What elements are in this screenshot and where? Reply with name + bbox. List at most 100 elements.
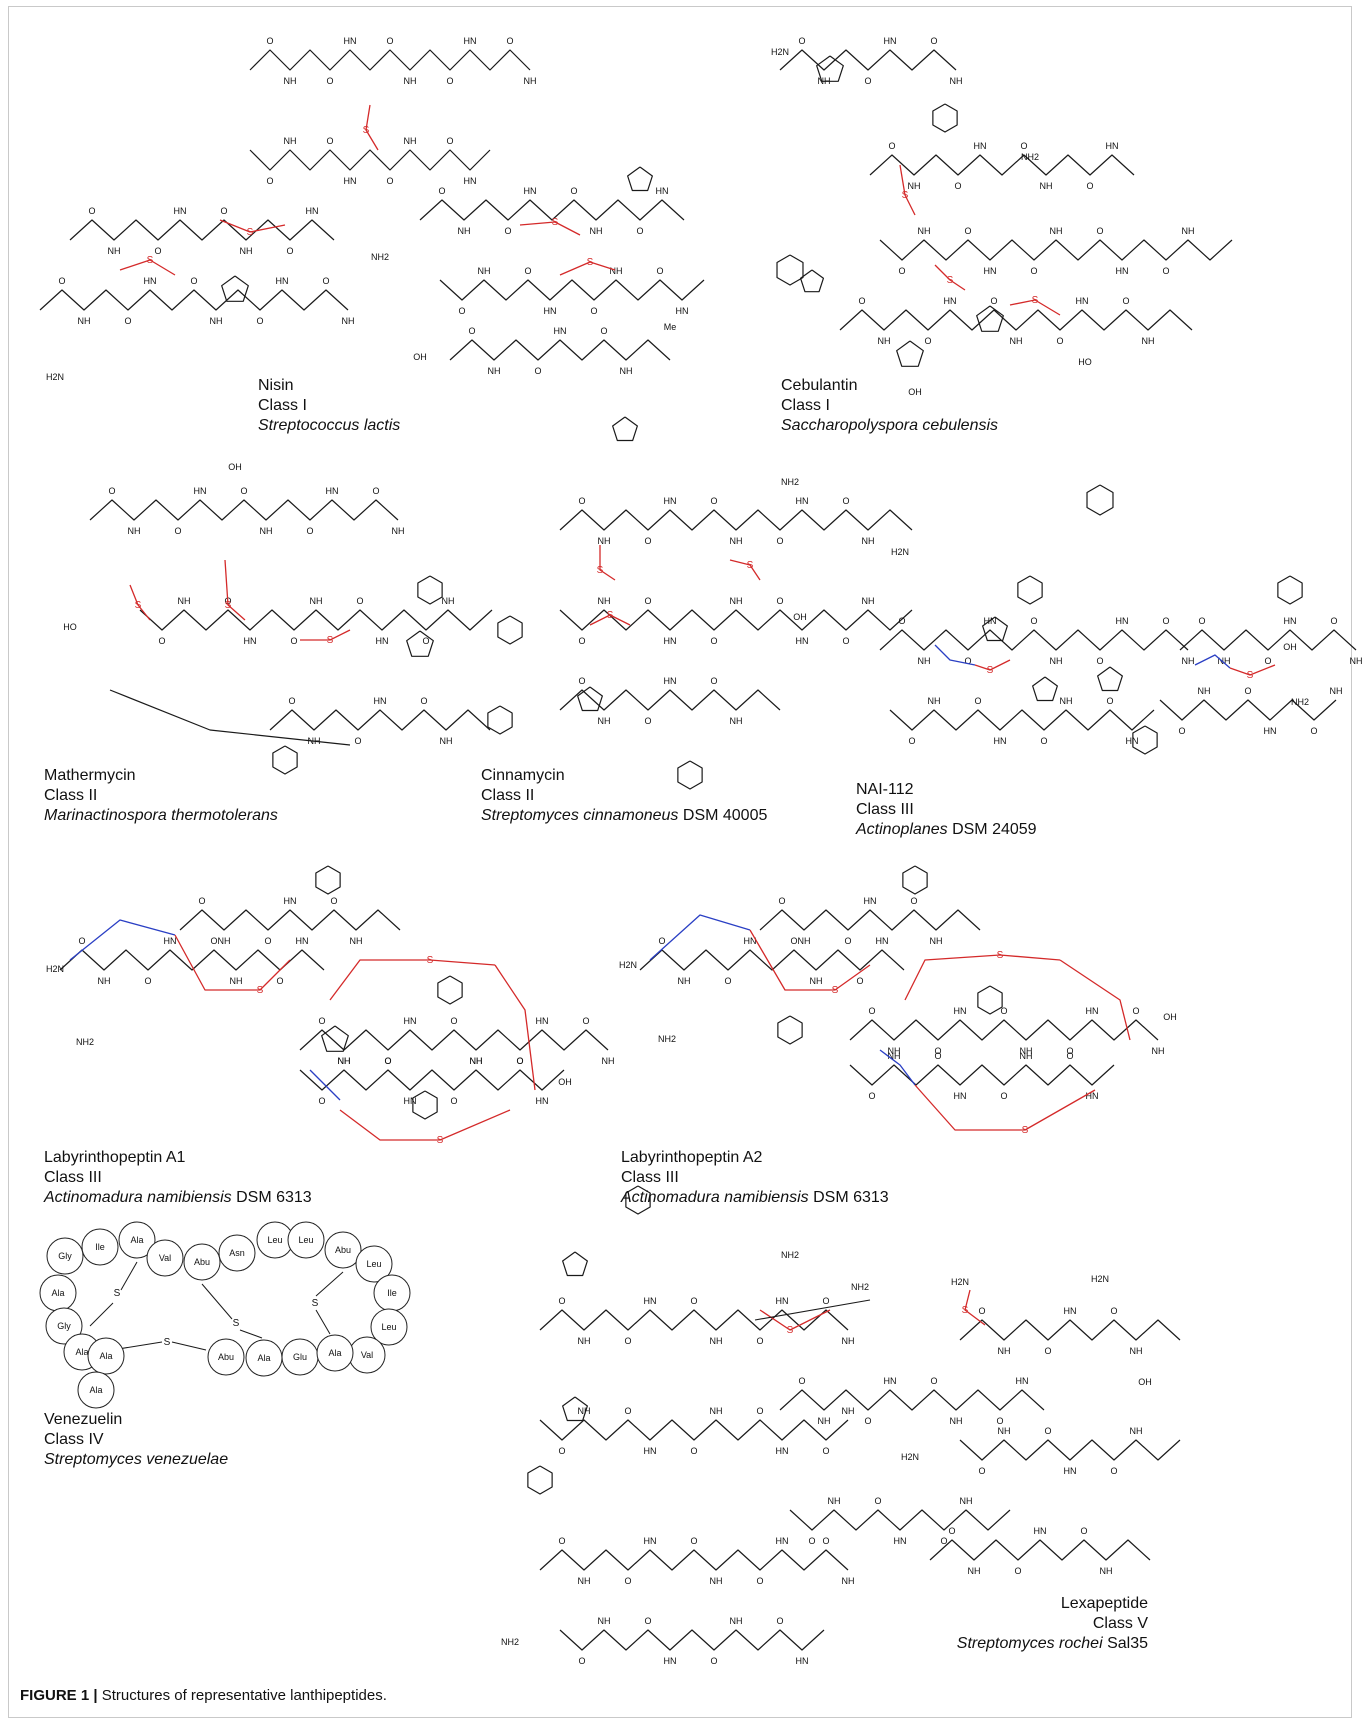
oxygen-label: O	[940, 1536, 947, 1546]
amide-label: HN	[376, 636, 389, 646]
amine-label: NH2	[781, 1250, 799, 1260]
oxygen-label: O	[124, 316, 131, 326]
oxygen-label: O	[624, 1406, 631, 1416]
amide-label: NH	[128, 526, 141, 536]
indole-benzene-ring	[777, 1015, 803, 1045]
amide-label: HN	[894, 1536, 907, 1546]
amide-label: HN	[1116, 616, 1129, 626]
residue-label: Leu	[381, 1322, 396, 1332]
sulfur-atom: S	[147, 255, 154, 266]
compound-class: Class V	[1092, 1615, 1148, 1632]
thioether-bridge	[759, 1309, 831, 1331]
residue-circle	[207, 1338, 245, 1376]
oxygen-label: O	[888, 141, 895, 151]
residue-label: Gly	[58, 1251, 72, 1261]
amide-label: HN	[144, 276, 157, 286]
amide-label: HN	[536, 1096, 549, 1106]
thioether-bridge	[219, 219, 286, 233]
oxygen-label: O	[420, 696, 427, 706]
oxygen-label: O	[908, 736, 915, 746]
amide-label: HN	[554, 326, 567, 336]
sulfur-atom: S	[114, 1288, 121, 1299]
amide-label: NH	[930, 936, 943, 946]
oxygen-label: O	[808, 1536, 815, 1546]
amide-label: NH	[338, 1056, 351, 1066]
oxygen-label: O	[690, 1296, 697, 1306]
residue-circle	[218, 1234, 256, 1272]
thioether-line	[754, 1299, 871, 1321]
amine-label: H2N	[46, 372, 64, 382]
oxygen-label: O	[468, 326, 475, 336]
backbone-chain	[759, 909, 981, 931]
compound-organism: Saccharopolyspora cebulensis	[781, 417, 999, 434]
backbone-chain	[779, 49, 957, 71]
oxygen-label: O	[288, 696, 295, 706]
oxygen-label: O	[354, 736, 361, 746]
backbone-chain	[39, 289, 349, 311]
backbone-chain	[539, 1309, 849, 1331]
oxygen-label: O	[710, 1656, 717, 1666]
amide-label: NH	[730, 1616, 743, 1626]
oxygen-label: O	[1110, 1306, 1117, 1316]
thioether-bridge	[119, 259, 176, 276]
oxygen-label: O	[636, 226, 643, 236]
oxygen-label: O	[996, 1416, 1003, 1426]
amide-label: HN	[244, 636, 257, 646]
residue-label: Leu	[366, 1259, 381, 1269]
hydroxyl-label: OH	[1163, 1012, 1177, 1022]
amide-label: NH	[1050, 656, 1063, 666]
labionin-bond	[649, 914, 751, 961]
amide-label: NH	[798, 936, 811, 946]
phenyl-ring	[977, 985, 1003, 1015]
oxygen-label: O	[1096, 226, 1103, 236]
oxygen-label: O	[710, 636, 717, 646]
oxygen-label: O	[330, 896, 337, 906]
oxygen-label: O	[240, 486, 247, 496]
sulfur-atom: S	[437, 1135, 444, 1146]
residue-circle	[316, 1334, 354, 1372]
residue-circle	[81, 1228, 119, 1266]
proline-ring	[406, 630, 434, 657]
backbone-chain	[539, 1419, 849, 1441]
amide-label: NH	[918, 656, 931, 666]
sulfur-atom: S	[327, 635, 334, 646]
thioether-bridge	[934, 264, 966, 291]
amide-label: HN	[174, 206, 187, 216]
label-cinnamycin: Cinnamycin Class II Streptomyces cinnamo…	[481, 766, 767, 826]
amide-label: HN	[994, 736, 1007, 746]
compound-strain: DSM 6313	[231, 1189, 312, 1206]
amide-label: HN	[1064, 1306, 1077, 1316]
sulfur-atom: S	[902, 190, 909, 201]
residue-label: Asn	[229, 1248, 245, 1258]
proline-ring	[982, 616, 1008, 642]
indole-pyrrole-ring	[799, 269, 825, 293]
oxygen-label: O	[88, 206, 95, 216]
amide-label: NH	[908, 181, 921, 191]
oxygen-label: O	[868, 1091, 875, 1101]
amine-label: NH2	[371, 252, 389, 262]
backbone-chain	[249, 49, 531, 71]
amide-label: NH	[478, 266, 491, 276]
compound-name: Venezuelin	[44, 1411, 123, 1428]
compound-strain: DSM 40005	[678, 807, 768, 824]
amide-label: NH	[1040, 181, 1053, 191]
amide-label: HN	[944, 296, 957, 306]
oxygen-label: O	[174, 526, 181, 536]
oxygen-label: O	[842, 636, 849, 646]
caption-label: FIGURE 1 |	[20, 1687, 98, 1704]
amide-label: NH	[1198, 686, 1211, 696]
residue-label: Ile	[387, 1288, 397, 1298]
sulfur-atom: S	[997, 950, 1004, 961]
amide-label: NH	[1350, 656, 1362, 666]
oxygen-label: O	[446, 136, 453, 146]
oxygen-label: O	[144, 976, 151, 986]
compound-class: Class III	[621, 1169, 679, 1186]
amide-label: NH	[1182, 656, 1195, 666]
amide-label: HN	[644, 1296, 657, 1306]
figure-caption: FIGURE 1 | Structures of representative …	[20, 1686, 387, 1706]
compound-organism: Streptococcus lactis	[258, 417, 401, 434]
amide-label: HN	[954, 1091, 967, 1101]
proline-ring	[976, 305, 1004, 332]
amide-label: HN	[464, 36, 477, 46]
oxygen-label: O	[1044, 1426, 1051, 1436]
